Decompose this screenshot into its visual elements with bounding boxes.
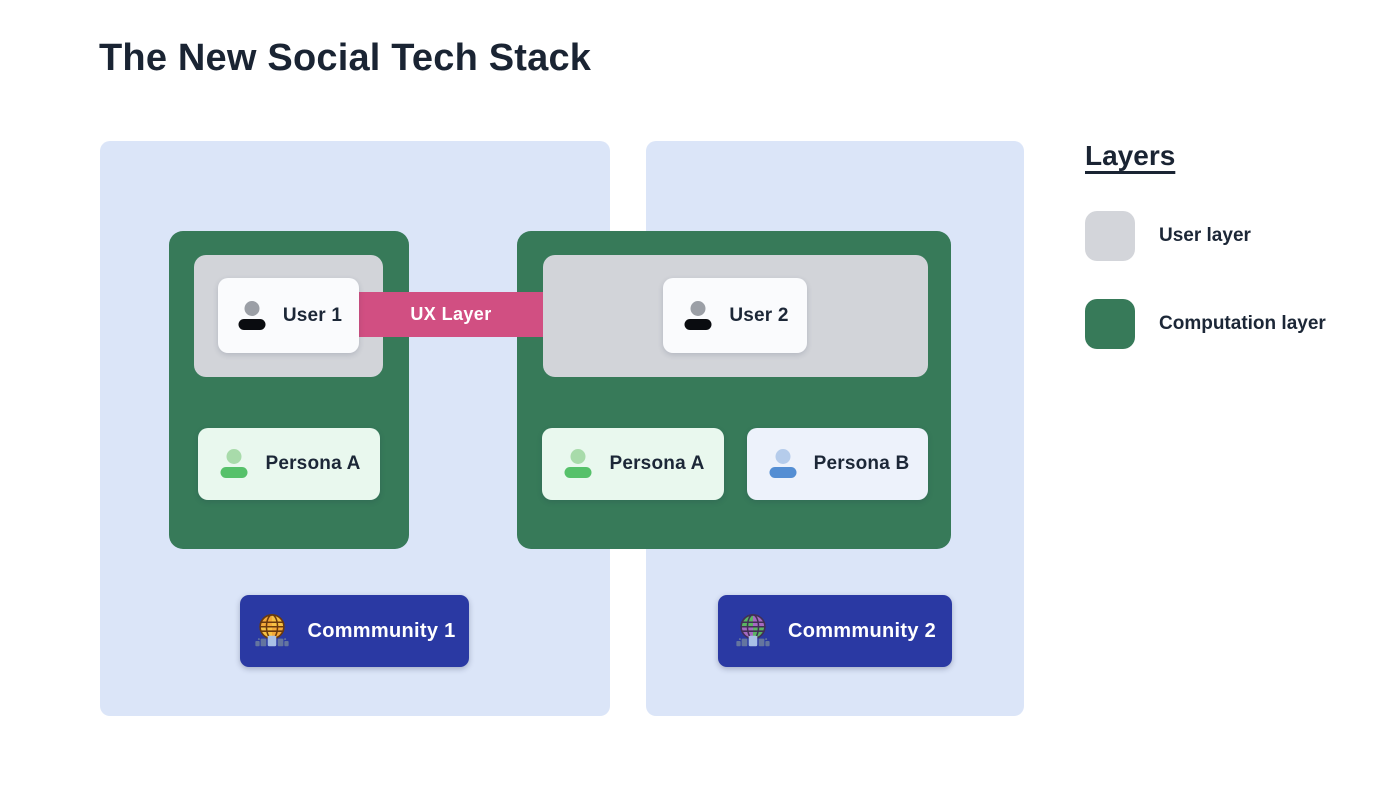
legend-item-user-layer: User layer [1085,211,1385,261]
user-layer-swatch [1085,211,1135,261]
persona-a-card-community-2: Persona A [542,428,724,500]
community-1-badge: Commmunity 1 [240,595,469,667]
community-2-badge: Commmunity 2 [718,595,952,667]
person-head [226,449,242,464]
persona-a-label: Persona A [265,453,361,474]
person-torso [238,318,266,330]
persona-b-card-community-2: Persona B [747,428,928,500]
computation-layer-label: Computation layer [1159,313,1326,334]
ux-layer-connector: UX Layer [359,292,543,337]
legend-heading: Layers [1085,140,1176,171]
person-icon [235,299,269,333]
user-1-card: User 1 [218,278,359,353]
person-icon [766,447,800,481]
user-layer-label: User layer [1159,225,1251,246]
person-icon [217,447,251,481]
person-head [690,300,706,316]
page-title: The New Social Tech Stack [99,37,592,79]
community-1-label: Commmunity 1 [307,619,456,642]
person-torso [769,467,797,478]
person-head [775,449,791,464]
globe-community-icon [736,614,770,647]
user-1-label: User 1 [282,304,343,326]
person-torso [564,467,592,478]
person-head [570,449,586,464]
user-2-label: User 2 [729,304,789,326]
person-icon [681,299,715,333]
persona-b-label: Persona B [813,453,910,474]
user-2-card: User 2 [663,278,807,353]
legend-item-computation-layer: Computation layer [1085,299,1385,349]
person-head [244,300,260,316]
person-torso [684,318,712,330]
legend: Layers User layer Computation layer [1085,140,1385,387]
person-icon [561,447,595,481]
computation-layer-swatch [1085,299,1135,349]
persona-a-label: Persona A [609,453,705,474]
globe-community-icon [255,614,290,647]
ux-layer-label: UX Layer [410,304,492,324]
persona-a-card-community-1: Persona A [198,428,380,500]
person-torso [220,467,248,478]
community-2-label: Commmunity 2 [787,619,937,642]
